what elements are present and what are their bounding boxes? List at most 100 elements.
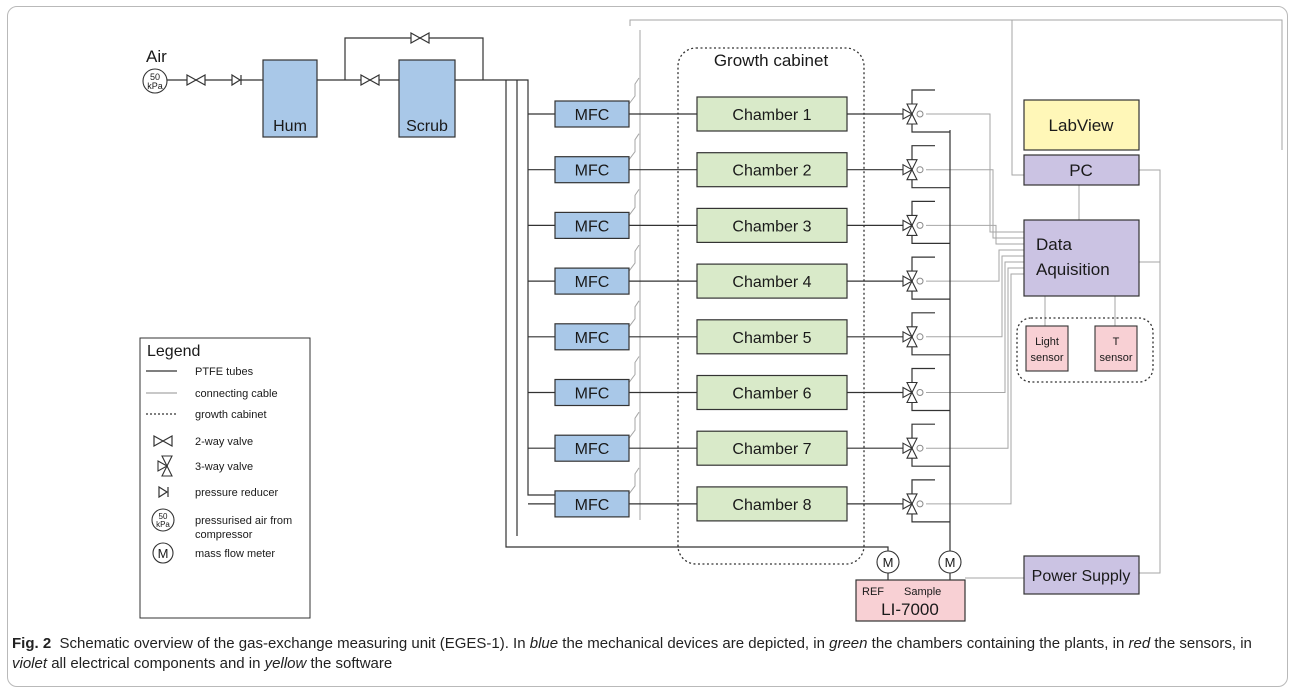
three-way-valve-icon <box>902 159 918 181</box>
valve-actuator-icon <box>916 444 924 452</box>
caption-green: green <box>829 635 868 652</box>
three-way-valve-icon <box>902 103 918 125</box>
electrical-components: LabViewPCDataAquisitionLightsensorTsenso… <box>855 99 1154 622</box>
three-way-valve-icon <box>157 455 173 477</box>
tube-valve-sample-5 <box>911 346 950 356</box>
tube-valve-vent-8 <box>911 479 935 494</box>
chamber-label: Chamber 5 <box>732 330 811 347</box>
chamber-box <box>696 486 848 522</box>
mfc-label: MFC <box>575 330 610 347</box>
legend-item-label: 2-way valve <box>195 436 253 448</box>
chamber-box <box>696 263 848 299</box>
three-way-valves <box>902 103 924 515</box>
chamber-label: Chamber 4 <box>732 274 811 291</box>
chamber-8: Chamber 8 <box>696 486 848 522</box>
caption-text-6: the software <box>306 655 393 672</box>
meter-circle <box>152 542 174 564</box>
chamber-box <box>696 319 848 355</box>
li7000-sample-label: Sample <box>904 586 941 598</box>
legend-box <box>139 337 311 619</box>
scrubber-label: Scrub <box>406 118 448 135</box>
three-way-valve-icon <box>902 437 918 459</box>
tube-valve-vent-2 <box>911 145 935 160</box>
mfc-box <box>554 100 630 128</box>
mfc-box <box>554 378 630 407</box>
chamber-1: Chamber 1 <box>696 96 848 132</box>
li7000-ref-label: REF <box>862 586 884 598</box>
cable-mfc-8 <box>628 467 640 495</box>
li7000-label: LI-7000 <box>881 600 939 619</box>
gauge-unit: kPa <box>156 520 170 529</box>
cable-valve-1 <box>926 113 1024 233</box>
cable-top <box>629 19 1283 150</box>
three-way-valve-icon <box>902 493 918 515</box>
chamber-7: Chamber 7 <box>696 430 848 466</box>
cable-mfc-6 <box>628 356 640 383</box>
valve-actuator-icon <box>916 500 924 508</box>
caption-text-2: the mechanical devices are depicted, in <box>558 635 830 652</box>
tube-valve-sample-4 <box>911 291 950 300</box>
scrubber-box <box>398 59 456 138</box>
gauge-value: 50 <box>159 512 168 521</box>
cable-valve-6 <box>926 261 1024 393</box>
mfc-5: MFC <box>554 323 630 351</box>
valve-actuator-icon <box>916 389 924 396</box>
cable-valve-7 <box>926 267 1024 449</box>
meter-symbol: M <box>883 555 894 570</box>
pc-box <box>1023 154 1140 186</box>
caption-yellow: yellow <box>264 655 307 672</box>
legend-item-label: pressurised air from <box>195 515 292 527</box>
air-pressure-reducer-icon <box>231 73 242 87</box>
scrubber-inlet-valve-icon <box>360 73 380 87</box>
cable-top-to-pc <box>1011 20 1024 176</box>
two-way-valve-icon <box>153 434 173 448</box>
chamber-box <box>696 207 848 243</box>
legend-item-label-2: compressor <box>195 529 253 541</box>
mfc-label: MFC <box>575 497 610 514</box>
labview-label: LabView <box>1049 116 1115 135</box>
power-supply-box <box>1023 555 1140 595</box>
chamber-4: Chamber 4 <box>696 263 848 299</box>
gauge-unit: kPa <box>147 81 163 91</box>
caption-text-1: Schematic overview of the gas-exchange m… <box>59 635 530 652</box>
tube-valve-vent-7 <box>911 423 935 439</box>
tube-valve-vent-6 <box>911 367 935 383</box>
growth-cabinet-label: Growth cabinet <box>714 51 829 70</box>
connecting-cables <box>628 19 1283 579</box>
chamber-label: Chamber 2 <box>732 163 811 180</box>
mfc-2: MFC <box>554 156 630 184</box>
mfc-box <box>554 211 630 239</box>
legend-item-5: 3-way valve <box>157 455 253 477</box>
humidifier-box <box>262 59 318 138</box>
sample-flow-meter-icon: M <box>938 550 962 574</box>
mfc-label: MFC <box>575 218 610 235</box>
mfc-3: MFC <box>554 211 630 239</box>
caption-fig-label: Fig. 2 <box>12 635 52 652</box>
t-sensor-label-1: T <box>1113 336 1120 348</box>
mfc-label: MFC <box>575 274 610 291</box>
cable-mfc-1 <box>628 77 640 105</box>
cable-pc-to-power <box>1139 169 1161 574</box>
chamber-6: Chamber 6 <box>696 374 848 411</box>
chamber-label: Chamber 8 <box>732 497 811 514</box>
mfc-6: MFC <box>554 378 630 407</box>
chamber-2: Chamber 2 <box>696 152 848 188</box>
chamber-box <box>696 374 848 411</box>
three-way-valve-icon <box>902 270 918 292</box>
mfc-8: MFC <box>554 490 630 518</box>
growth-cabinet-boundary <box>677 47 865 565</box>
tube-valve-sample-7 <box>911 458 950 467</box>
mfc-box <box>554 267 630 295</box>
chamber-5: Chamber 5 <box>696 319 848 355</box>
meter-circle <box>876 550 900 574</box>
tube-main-manifold <box>450 79 555 496</box>
data-acquisition-box <box>1023 219 1140 297</box>
cable-mfc-3 <box>628 189 640 216</box>
valve-actuator-icon <box>916 277 924 285</box>
data-acquisition-label-2: Aquisition <box>1036 260 1110 279</box>
meter-circle <box>938 550 962 574</box>
